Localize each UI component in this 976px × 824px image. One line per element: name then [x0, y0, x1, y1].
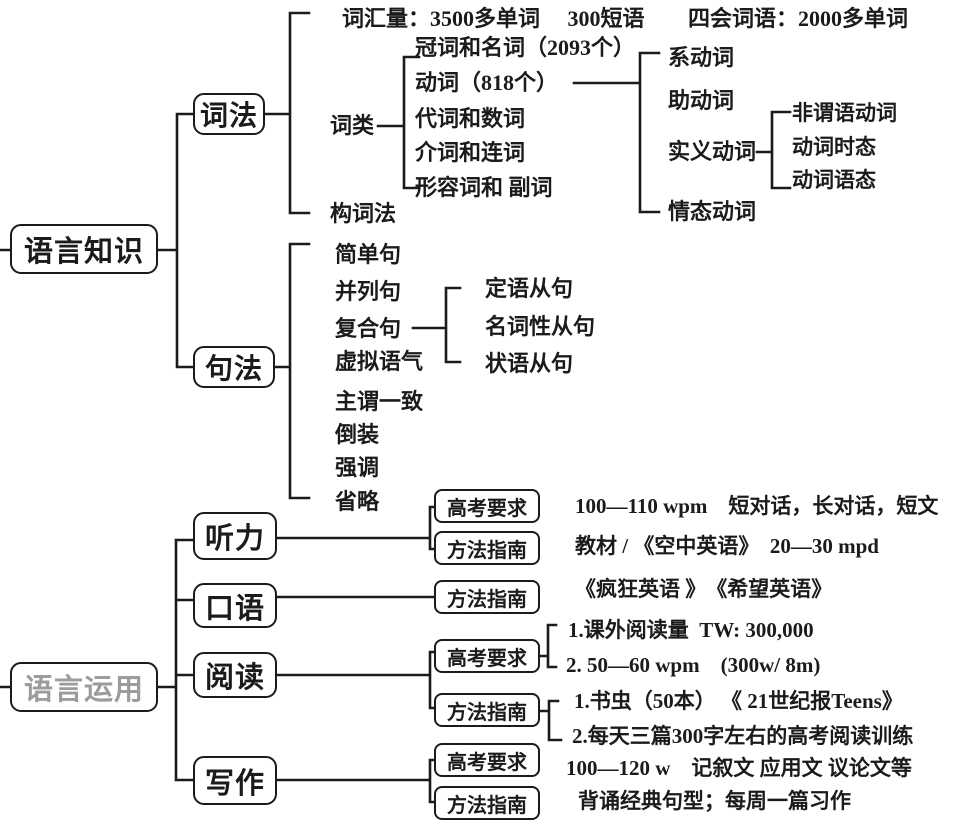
word-class-item: 介词和连词	[415, 140, 526, 165]
syntax-item: 省略	[335, 489, 380, 514]
syntax-item: 强调	[335, 455, 380, 480]
node-morphology: 词法	[193, 93, 265, 135]
node-reading: 阅读	[193, 652, 277, 698]
syntax-item: 并列句	[335, 279, 402, 304]
compound-clause-item: 状语从句	[485, 351, 574, 376]
notional-verb-item: 动词语态	[792, 168, 876, 192]
node-language-knowledge: 语言知识	[10, 224, 158, 274]
syntax-item: 主谓一致	[335, 389, 424, 414]
word-class-item: 形容词和 副词	[415, 175, 553, 200]
tag-reading-exam-requirements: 高考要求	[434, 639, 540, 673]
tag-writing-exam-requirements: 高考要求	[434, 743, 540, 777]
reading-guide-text: 1.书虫（50本） 《 21世纪报Teens》	[574, 689, 903, 713]
tag-reading-method-guide: 方法指南	[434, 693, 540, 727]
notional-verb-item: 动词时态	[792, 135, 876, 159]
speaking-guide-text: 《疯狂英语 》 《希望英语》	[575, 577, 833, 601]
reading-exam-text: 2. 50—60 wpm (300w/ 8m)	[566, 653, 821, 677]
writing-guide-text: 背诵经典句型；每周一篇习作	[578, 789, 851, 813]
word-class-item: 代词和数词	[415, 106, 526, 131]
notional-verb-item: 非谓语动词	[792, 101, 897, 125]
node-writing: 写作	[193, 756, 277, 805]
word-class-item: 动词（818个）	[415, 70, 559, 95]
reading-guide-text: 2.每天三篇300字左右的高考阅读训练	[572, 724, 914, 748]
verb-type-item: 系动词	[668, 45, 735, 70]
tag-writing-method-guide: 方法指南	[434, 786, 540, 820]
label-word-formation: 构词法	[330, 201, 397, 226]
label-word-class: 词类	[330, 113, 375, 138]
listening-guide-text: 教材 / 《空中英语》 20—30 mpd	[575, 534, 879, 558]
tag-listening-exam-requirements: 高考要求	[434, 489, 540, 523]
tag-speaking-method-guide: 方法指南	[434, 580, 540, 614]
syntax-item: 简单句	[335, 242, 402, 267]
verb-type-item: 实义动词	[668, 139, 757, 164]
node-language-application: 语言运用	[10, 662, 158, 712]
tag-listening-method-guide: 方法指南	[434, 531, 540, 565]
word-class-item: 冠词和名词（2093个）	[415, 35, 636, 60]
listening-exam-text: 100—110 wpm 短对话，长对话，短文	[575, 494, 939, 518]
writing-exam-text: 100—120 w 记叙文 应用文 议论文等	[566, 756, 912, 780]
node-syntax: 句法	[193, 346, 275, 388]
verb-type-item: 情态动词	[668, 199, 757, 224]
syntax-item: 虚拟语气	[335, 349, 424, 374]
node-speaking: 口语	[193, 583, 277, 628]
compound-clause-item: 名词性从句	[485, 314, 596, 339]
syntax-item: 倒装	[335, 422, 380, 447]
verb-type-item: 助动词	[668, 88, 735, 113]
label-four-skill-words: 四会词语：2000多单词	[688, 6, 909, 31]
syntax-item: 复合句	[335, 316, 402, 341]
reading-exam-text: 1.课外阅读量 TW: 300,000	[568, 618, 814, 642]
node-listening: 听力	[193, 512, 277, 560]
compound-clause-item: 定语从句	[485, 276, 574, 301]
label-vocabulary: 词汇量：3500多单词 300短语	[342, 6, 645, 31]
